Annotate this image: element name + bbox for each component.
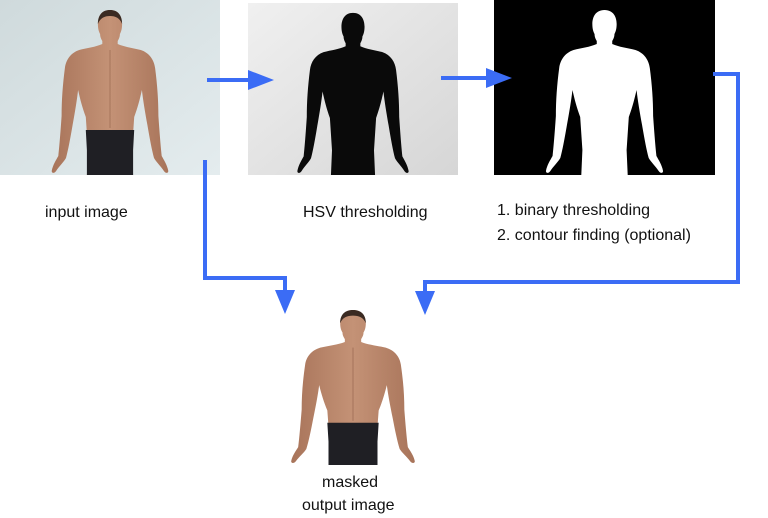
arrowhead-output-left	[275, 290, 295, 314]
output-label-line2: output image	[302, 497, 395, 514]
binary-step-2-label: 2. contour finding (optional)	[497, 227, 691, 244]
masked-output-image	[283, 310, 423, 465]
input-image-panel	[0, 0, 220, 175]
input-image-label: input image	[45, 204, 128, 221]
input-photo	[0, 0, 220, 175]
binary-step-1-label: 1. binary thresholding	[497, 202, 650, 219]
arrowhead-hsv	[248, 70, 274, 90]
output-label-line1: masked	[322, 474, 379, 491]
hsv-thresholding-label: HSV thresholding	[303, 204, 428, 221]
arrowhead-binary	[486, 68, 512, 88]
binary-mask-image	[494, 0, 715, 175]
arrow-binary-to-output	[423, 72, 740, 293]
hsv-threshold-panel	[248, 3, 458, 175]
arrow-input-to-output	[203, 160, 287, 292]
hsv-result-image	[248, 3, 458, 175]
masked-output-panel	[283, 310, 423, 465]
binary-mask-panel	[494, 0, 715, 175]
arrowhead-output-right	[415, 291, 435, 315]
